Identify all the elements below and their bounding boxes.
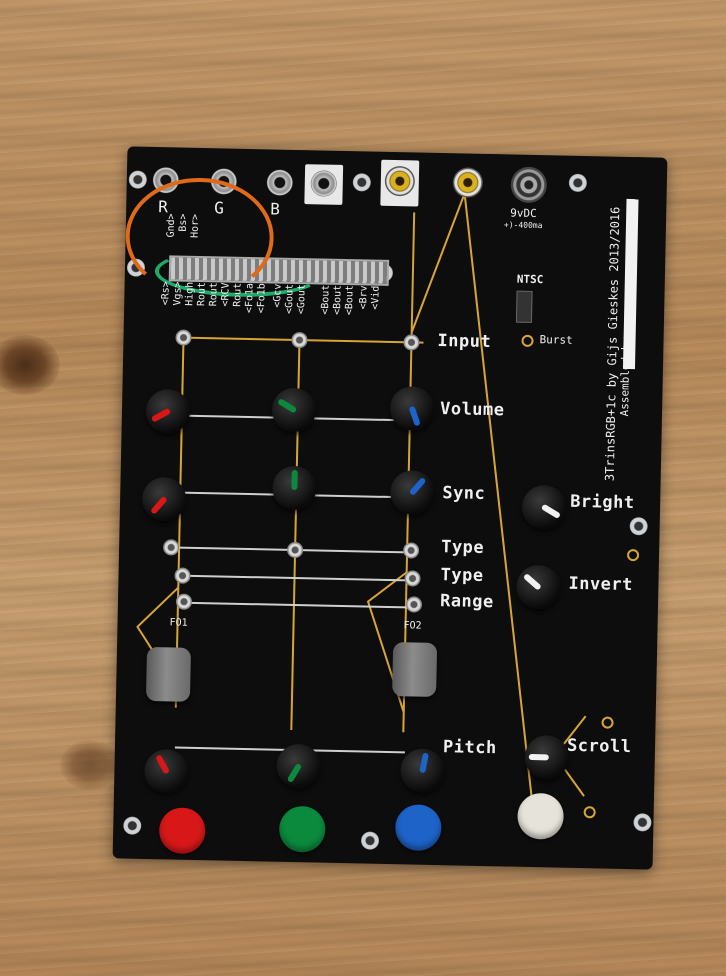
burst-label: Burst (539, 333, 573, 347)
header-label: Bs> (177, 213, 190, 232)
pitch-label: Pitch (442, 737, 497, 759)
jack-label-b: B (270, 199, 281, 219)
header-label: Rout (196, 281, 208, 307)
ntsc-switch[interactable] (515, 290, 533, 323)
header-label: Vgs> (172, 281, 184, 306)
header-label: <Gcv (272, 283, 284, 308)
header-label: High (184, 281, 196, 306)
scroll-label: Scroll (566, 735, 632, 758)
input-label: Input (437, 330, 492, 353)
header-label: <Bout (320, 284, 332, 315)
header-label: <Brv (358, 285, 370, 310)
header-label: <Bout (344, 285, 356, 316)
power-sub-label: +)-400ma (503, 220, 543, 231)
header-label: <Gout (296, 283, 308, 315)
synth-panel: R G B 9vDC +)-400ma Gnd> Bs> Hor> Vgs> <… (112, 146, 668, 870)
fo1-knob[interactable] (145, 646, 192, 702)
type-label-2: Type (440, 565, 484, 586)
header-label: <Rs> (160, 281, 172, 306)
fo2-label: FO2 (403, 620, 422, 632)
fo2-knob[interactable] (392, 642, 438, 698)
header-label: <RCV (220, 282, 232, 307)
header-label: <Vid (370, 285, 382, 310)
assembled-text: Assembled by (617, 336, 633, 417)
sync-label: Sync (442, 483, 486, 504)
ntsc-label: NTSC (516, 272, 544, 287)
header-label: <Bout (332, 284, 344, 316)
fo1-label: FO1 (169, 617, 188, 629)
wood-knot (60, 740, 120, 790)
invert-label: Invert (568, 573, 634, 596)
header-label: Hor> (189, 213, 202, 239)
header-label: <Fo1b (256, 283, 268, 314)
volume-label: Volume (439, 399, 505, 421)
header-label: Gnd> (165, 213, 178, 238)
wood-knot (0, 335, 60, 395)
header-label: <Fo1a (244, 282, 256, 314)
bright-label: Bright (569, 491, 635, 514)
power-label: 9vDC (510, 206, 537, 221)
header-label: <Gout (284, 283, 296, 315)
header-label: Rout (232, 282, 244, 307)
type-label-1: Type (440, 537, 485, 558)
header-label: Rout (208, 282, 220, 307)
range-label: Range (439, 591, 494, 613)
